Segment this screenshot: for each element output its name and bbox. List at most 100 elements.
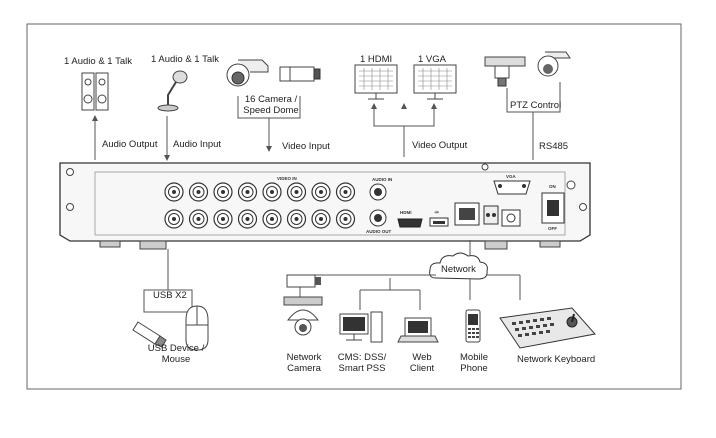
- bnc-connector-pin-3: [221, 190, 225, 194]
- mobile-phone-label: Mobile Phone: [452, 352, 496, 375]
- bnc-connector-pin-13: [270, 217, 274, 221]
- web-client-label-line2: Client: [409, 362, 435, 374]
- cms-computer-icon: [339, 311, 383, 343]
- bnc-connector-pin-1: [172, 190, 176, 194]
- bnc-connector-ring-1: [168, 186, 180, 198]
- hdmi-panel-label: HDMI: [400, 210, 412, 215]
- ptz-control-label: PTZ Control: [510, 100, 562, 111]
- vga-monitor-icon: [413, 64, 457, 100]
- network-camera-label-line2: Camera: [287, 362, 321, 374]
- box-camera-icon: [279, 66, 321, 82]
- usb-device-label-line2: Mouse: [161, 353, 191, 365]
- bnc-connector-ring-16: [339, 213, 352, 225]
- video-input-label: Video Input: [282, 141, 330, 152]
- usb-x2-label: USB X2: [153, 290, 187, 301]
- diagram-frame: [26, 23, 682, 390]
- rs485-terminal: [483, 205, 499, 225]
- bnc-connector-pin-16: [343, 217, 348, 221]
- bnc-connector-pin-7: [319, 190, 323, 194]
- audio-output-device-label: 1 Audio & 1 Talk: [64, 56, 132, 67]
- network-dome-camera-icon: [283, 296, 323, 336]
- web-client-label-line1: Web: [412, 352, 432, 363]
- bnc-connector-pin-8: [343, 190, 348, 194]
- cms-label: CMS: DSS/ Smart PSS: [332, 352, 392, 375]
- bnc-connector-ring-9: [168, 213, 180, 225]
- bnc-connector-ring-8: [339, 186, 352, 198]
- cms-label-line2: Smart PSS: [338, 362, 386, 374]
- lan-port: [454, 202, 480, 226]
- bnc-connector-pin-12: [245, 217, 250, 221]
- bnc-connector-ring-11: [217, 213, 229, 225]
- network-box-camera-icon: [286, 274, 321, 288]
- bnc-connectors: VIDEO IN: [164, 176, 356, 229]
- mobile-phone-icon: [465, 309, 481, 343]
- ptz-dome-icon: [537, 51, 571, 77]
- video-in-panel-label: VIDEO IN: [277, 176, 297, 181]
- mouse-icon: [185, 305, 209, 351]
- bnc-connector-pin-15: [319, 217, 323, 221]
- bnc-connector-pin-2: [196, 190, 201, 194]
- camera-label-line2: Speed Dome: [243, 104, 299, 116]
- network-cloud-icon: [429, 252, 488, 280]
- dc-power-jack: [501, 209, 521, 227]
- network-label: Network: [441, 264, 476, 275]
- usb-stick-icon: [132, 321, 167, 348]
- audio-in-connector: [369, 183, 387, 201]
- hdmi-monitor-icon: [354, 64, 398, 100]
- power-on-label: ON: [549, 184, 556, 189]
- bnc-connector-pin-5: [270, 190, 274, 194]
- usb-symbol-icon: ⇸: [434, 210, 439, 216]
- power-off-label: OFF: [548, 226, 557, 231]
- bnc-connector-pin-10: [196, 217, 201, 221]
- bnc-connector-ring-12: [241, 213, 254, 225]
- bnc-connector-pin-4: [245, 190, 250, 194]
- bnc-connector-ring-15: [315, 213, 327, 225]
- speed-dome-icon: [226, 59, 269, 87]
- bnc-connector-ring-3: [217, 186, 229, 198]
- network-camera-label: Network Camera: [280, 352, 328, 375]
- mobile-phone-label-line2: Phone: [460, 362, 488, 374]
- vga-label: 1 VGA: [418, 54, 446, 65]
- bnc-connector-ring-14: [290, 213, 303, 225]
- audio-out-panel-label: AUDIO OUT: [366, 229, 392, 234]
- bnc-connector-ring-5: [266, 186, 278, 198]
- microphone-icon: [157, 70, 188, 112]
- web-client-label: Web Client: [400, 352, 444, 375]
- power-switch: [541, 192, 565, 224]
- video-output-label: Video Output: [412, 140, 468, 151]
- bnc-connector-ring-6: [290, 186, 303, 198]
- hdmi-label: 1 HDMI: [360, 54, 393, 65]
- cms-label-line1: CMS: DSS/: [337, 352, 387, 363]
- laptop-icon: [397, 317, 439, 343]
- vga-port: [493, 180, 531, 195]
- ptz-camera-icon: [484, 56, 526, 87]
- bnc-connector-pin-9: [172, 217, 176, 221]
- mobile-phone-label-line1: Mobile: [460, 352, 488, 363]
- usb-device-label: USB Device / Mouse: [140, 343, 212, 366]
- audio-in-panel-label: AUDIO IN: [372, 177, 392, 182]
- speaker-icon: [81, 72, 109, 111]
- bnc-connector-ring-4: [241, 186, 254, 198]
- usb-device-label-line1: USB Device /: [147, 343, 205, 354]
- usb-bracket: [143, 289, 193, 313]
- bnc-connector-pin-11: [221, 217, 225, 221]
- hdmi-port: [397, 218, 423, 228]
- camera-label-line1: 16 Camera /: [244, 94, 298, 105]
- network-keyboard-label: Network Keyboard: [517, 354, 596, 365]
- bnc-connector-ring-2: [192, 186, 205, 198]
- ground-screw: [566, 180, 576, 190]
- bnc-connector-ring-7: [315, 186, 327, 198]
- rs485-label: RS485: [539, 141, 569, 152]
- bnc-connector-ring-13: [266, 213, 278, 225]
- camera-label: 16 Camera / Speed Dome: [240, 94, 302, 117]
- usb-port: [429, 217, 449, 227]
- network-camera-label-line1: Network: [286, 352, 322, 363]
- network-keyboard-icon: [499, 307, 596, 349]
- vga-panel-label: VGA: [506, 174, 517, 179]
- bnc-connector-ring-10: [192, 213, 205, 225]
- audio-out-connector: [369, 209, 387, 227]
- audio-output-label: Audio Output: [102, 139, 158, 150]
- bnc-connector-pin-6: [294, 190, 299, 194]
- audio-input-device-label: 1 Audio & 1 Talk: [151, 54, 219, 65]
